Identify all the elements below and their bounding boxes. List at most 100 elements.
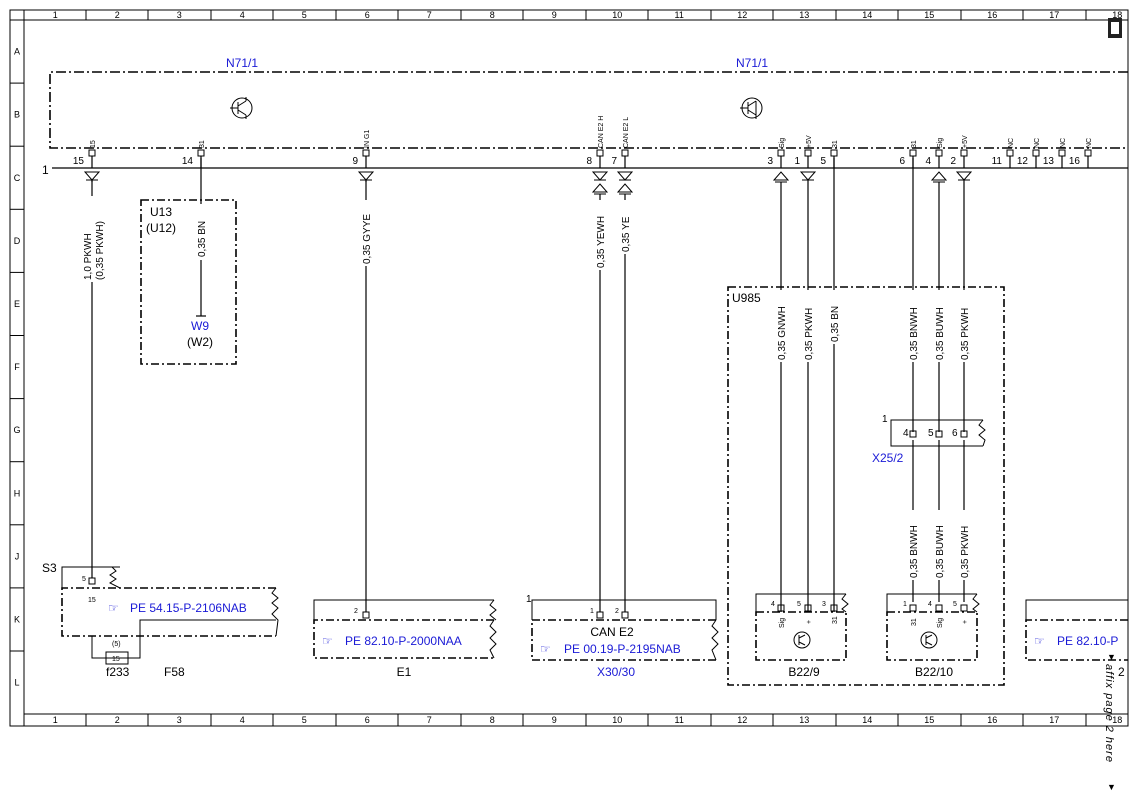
u13-alt-label: (U12) [146, 221, 176, 235]
u985-label: U985 [732, 291, 761, 305]
e1-pin: 2 [354, 608, 358, 615]
pin-number: 1 [794, 156, 800, 167]
pin-number: 5 [820, 156, 826, 167]
u13-box [140, 199, 237, 365]
x25-pin-4: 4 [903, 428, 909, 439]
grid-column-label: 1 [53, 10, 58, 20]
b2210-connector-break [972, 593, 980, 613]
grid-column-label: 4 [240, 10, 245, 20]
x30-index: 1 [526, 594, 532, 605]
w9-label: W9 [191, 319, 209, 333]
grid-row-label: K [14, 614, 20, 624]
right-ref-connector [1025, 599, 1128, 620]
wire-4-label: 0,35 YEWH [596, 216, 607, 268]
wire-7-label: 0,35 PKWH [804, 308, 815, 360]
grid-column-label: 8 [490, 10, 495, 20]
x25-index: 1 [882, 414, 888, 425]
diagram-frame [9, 9, 1129, 727]
svg-text:15: 15 [112, 656, 120, 663]
b2210-pin-5: 5 [953, 601, 957, 608]
pin-name: +5V [806, 135, 813, 148]
pin-name: Sig [937, 138, 944, 148]
wire-9-label: 0,35 BNWH [909, 307, 920, 360]
grid-column-label: 9 [552, 10, 557, 20]
grid-row-label: F [14, 362, 20, 372]
x30-box-break [711, 619, 719, 661]
s3-pin-15: 15 [88, 597, 96, 604]
n71-box-outline [49, 71, 1128, 149]
b229-connector-break [841, 593, 849, 613]
wire-3-label: 0,35 GYYE [362, 214, 373, 264]
connector-pin: CAN E2 H8 [586, 116, 609, 195]
e1-ref: PE 82.10-P-2000NAA [345, 634, 462, 648]
grid-column-label: 7 [427, 10, 432, 20]
grid-column-label: 11 [675, 10, 684, 20]
pin-number: 4 [925, 156, 931, 167]
b2210-pin-1: 1 [903, 601, 907, 608]
grid-row-label: B [14, 110, 20, 120]
grid-column-label: 15 [924, 10, 934, 20]
e1-box [313, 619, 494, 659]
pin-number: 16 [1069, 156, 1081, 167]
e1-connector [313, 599, 494, 620]
x30-label: X30/30 [597, 665, 635, 679]
grid-column-label: 12 [737, 715, 747, 725]
f58-fuse: (5) 15 f233 F58 [91, 636, 185, 679]
b229-pin-name-2: + [806, 620, 813, 624]
grid-column-label: 6 [365, 10, 370, 20]
pin-name: 31 [199, 140, 206, 148]
grid-column-label: 16 [987, 10, 997, 20]
grid-column-label: 2 [115, 715, 120, 725]
x30-box [531, 619, 716, 661]
pin-number: 7 [611, 156, 617, 167]
grid-column-label: 3 [177, 10, 182, 20]
s3-ref: PE 54.15-P-2106NAB [130, 601, 247, 615]
b2210-pin-name-2: Sig [937, 618, 944, 628]
grid-column-label: 12 [737, 10, 747, 20]
b229-pin-name-3: 31 [832, 616, 839, 624]
pin-number: 9 [352, 156, 358, 167]
connector-pin: 316 [899, 140, 918, 168]
pin-name: CAN E2 H [598, 116, 605, 148]
pin-name: 15 [90, 140, 97, 148]
x25-connector-break [978, 419, 986, 447]
s3-switch: S3 5 [42, 561, 121, 589]
grid-row-label: E [14, 299, 20, 309]
b2210-pin-name-3: + [962, 620, 969, 624]
pin-name: 31 [832, 140, 839, 148]
grid-row-label: L [14, 678, 19, 688]
wire-12-label: 0,35 BNWH [909, 525, 920, 578]
b2210-label: B22/10 [915, 665, 953, 679]
s3-box-break [271, 587, 279, 637]
pin-name: NC [1034, 138, 1041, 148]
grid-column-label: 1 [53, 715, 58, 725]
transistor-icon [793, 631, 811, 649]
pin-name: +5V [962, 135, 969, 148]
n71-label-right: N71/1 [736, 56, 768, 70]
x30-connector [531, 599, 717, 620]
affix-arrow-icon: ▼ [1107, 652, 1116, 662]
grid-column-label: 6 [365, 715, 370, 725]
wire-5-label: 0,35 YE [621, 216, 632, 252]
grid-column-label: 2 [115, 10, 120, 20]
grid-column-label: 14 [862, 10, 872, 20]
clip-icon [1108, 18, 1122, 38]
grid-column-label: 17 [1049, 10, 1059, 20]
grid-column-label: 13 [799, 10, 809, 20]
pin-name: NC [1008, 138, 1015, 148]
svg-text:f233: f233 [106, 665, 130, 679]
x25-connector-outline [890, 419, 983, 447]
right-ref-num: 2 [1118, 665, 1125, 679]
pin-number: 11 [992, 156, 1003, 167]
grid-row-label: J [15, 551, 20, 561]
pin-number: 2 [950, 156, 956, 167]
x30-pin-1: 1 [590, 608, 594, 615]
pin-number: 13 [1043, 156, 1055, 167]
bus-index: 1 [42, 163, 49, 177]
x25-pin-5: 5 [928, 428, 934, 439]
s3-box [61, 587, 276, 637]
x30-ref: PE 00.19-P-2195NAB [564, 642, 681, 656]
